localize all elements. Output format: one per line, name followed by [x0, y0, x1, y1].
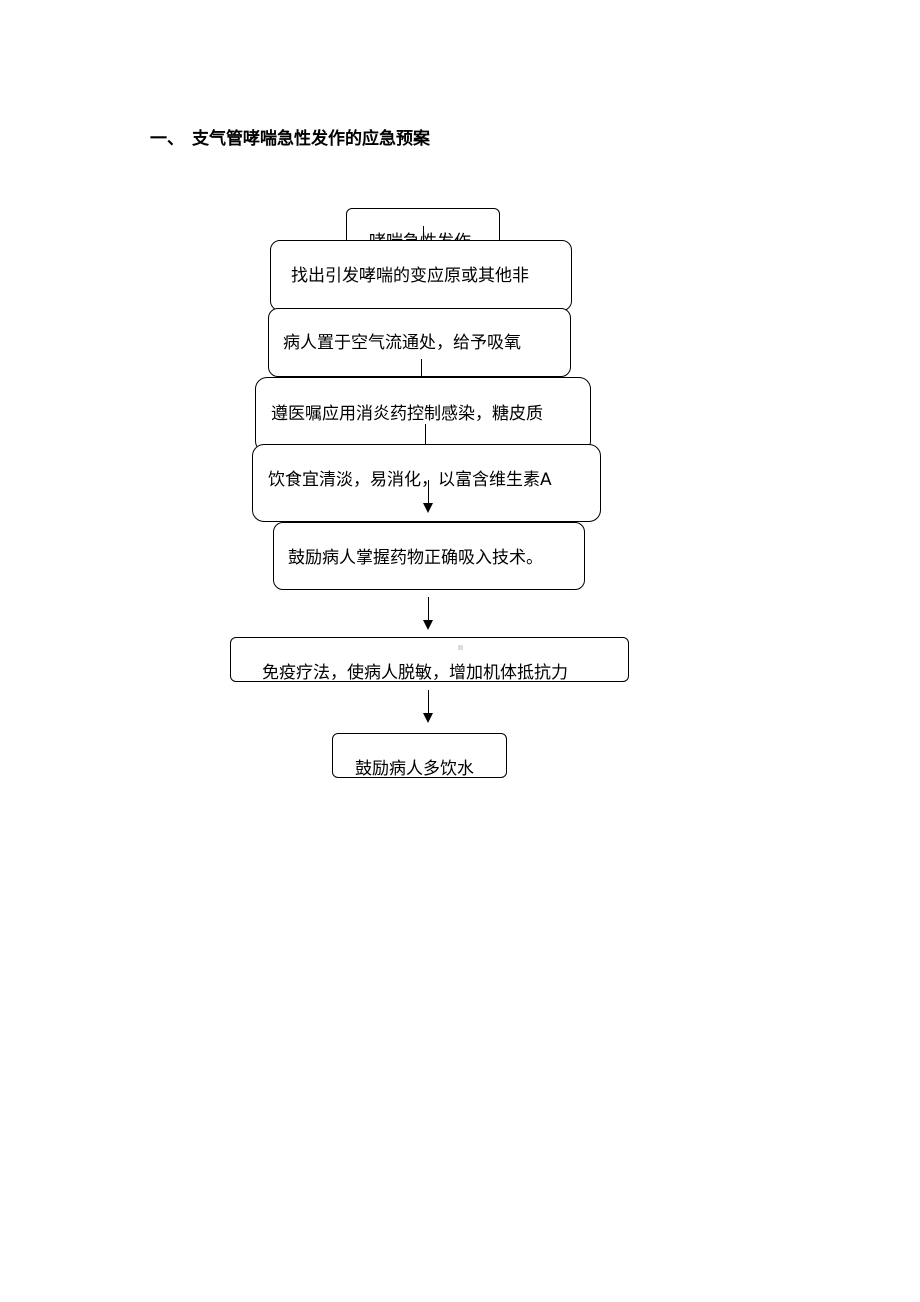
- flow-step-medication: 遵医嘱应用消炎药控制感染，糖皮质: [255, 377, 591, 453]
- connector-line: [428, 690, 429, 714]
- flow-step-immunotherapy: 免疫疗法，使病人脱敏，增加机体抵抗力: [230, 637, 629, 682]
- flow-step-inhaler-technique-label: 鼓励病人掌握药物正确吸入技术。: [288, 548, 543, 568]
- arrow-head: [423, 620, 433, 630]
- arrow-head: [423, 713, 433, 723]
- flow-step-oxygen-label: 病人置于空气流通处，给予吸氧: [283, 333, 521, 353]
- flow-step-find-allergen-label: 找出引发哮喘的变应原或其他非: [291, 266, 529, 286]
- flow-step-find-allergen: 找出引发哮喘的变应原或其他非: [270, 240, 572, 311]
- document-heading: 一、 支气管哮喘急性发作的应急预案: [150, 124, 430, 149]
- connector-line: [425, 424, 426, 452]
- flow-step-immunotherapy-label: 免疫疗法，使病人脱敏，增加机体抵抗力: [262, 663, 568, 682]
- heading-title: 支气管哮喘急性发作的应急预案: [192, 129, 430, 149]
- arrow-head: [423, 503, 433, 513]
- flow-step-drink-water-label: 鼓励病人多饮水: [355, 759, 474, 778]
- connector-line: [423, 226, 424, 246]
- flow-step-drink-water: 鼓励病人多饮水: [332, 733, 507, 778]
- connector-line: [428, 597, 429, 621]
- connector-line: [421, 359, 422, 377]
- flow-step-diet-label: 饮食宜清淡，易消化，以富含维生素A: [268, 470, 552, 490]
- flow-step-inhaler-technique: 鼓励病人掌握药物正确吸入技术。: [273, 522, 585, 590]
- flow-step-oxygen: 病人置于空气流通处，给予吸氧: [268, 308, 571, 377]
- flow-step-medication-label: 遵医嘱应用消炎药控制感染，糖皮质: [271, 404, 543, 424]
- connector-line: [428, 480, 429, 504]
- heading-number: 一、: [150, 129, 184, 149]
- scan-speck: [458, 645, 463, 650]
